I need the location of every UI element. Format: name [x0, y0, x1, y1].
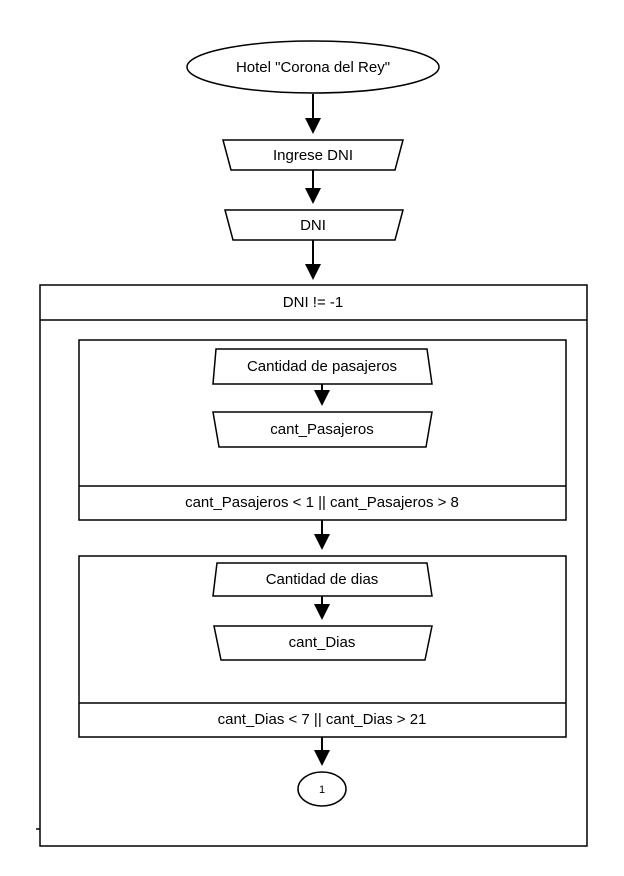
- while-loop-condition: DNI != -1: [283, 294, 343, 311]
- input-cant-pasajeros: cant_Pasajeros: [212, 411, 433, 448]
- input-cant-dias-label: cant_Dias: [289, 634, 356, 651]
- start-terminal: Hotel "Corona del Rey": [186, 40, 440, 94]
- output-ingrese-dni-label: Ingrese DNI: [273, 147, 353, 164]
- connector-1: 1: [297, 771, 347, 807]
- output-cantidad-dias: Cantidad de dias: [212, 562, 433, 597]
- input-cant-dias: cant_Dias: [213, 625, 433, 661]
- input-dni: DNI: [224, 209, 404, 241]
- input-dni-label: DNI: [300, 217, 326, 234]
- do-while-pasajeros-condition: cant_Pasajeros < 1 || cant_Pasajeros > 8: [185, 494, 459, 511]
- output-cantidad-pasajeros: Cantidad de pasajeros: [212, 348, 433, 385]
- start-label: Hotel "Corona del Rey": [236, 59, 390, 76]
- output-cantidad-dias-label: Cantidad de dias: [266, 571, 379, 588]
- connector-1-label: 1: [319, 784, 325, 796]
- do-while-dias-condition: cant_Dias < 7 || cant_Dias > 21: [218, 711, 427, 728]
- output-ingrese-dni: Ingrese DNI: [222, 139, 404, 171]
- output-cantidad-pasajeros-label: Cantidad de pasajeros: [247, 358, 397, 375]
- input-cant-pasajeros-label: cant_Pasajeros: [270, 421, 373, 438]
